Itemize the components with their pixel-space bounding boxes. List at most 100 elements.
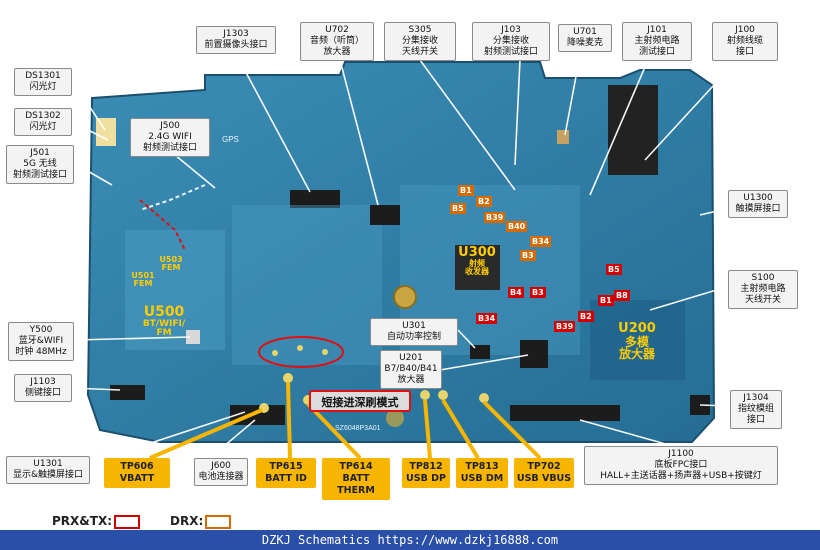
legend-drx: DRX: (170, 514, 231, 529)
callout-y500: Y500 蓝牙&WIFI 时钟 48MHz (8, 322, 74, 361)
band-tag-orange: B2 (476, 196, 492, 207)
label-u301: U301 (374, 321, 454, 332)
u300-label: U300 (448, 246, 506, 260)
desc-s100-2: 天线开关 (732, 295, 794, 306)
band-tag-red: B4 (508, 287, 524, 298)
deep-flash-annotation: 短接进深刷模式 (309, 390, 411, 412)
tp702-name: TP702 (516, 461, 572, 473)
label-u702: U702 (304, 25, 370, 36)
desc-j500-2: 射频测试接口 (134, 143, 206, 154)
desc-j101-1: 主射频电路 (626, 36, 688, 47)
callout-j1103: J1103 侧键接口 (14, 374, 72, 402)
testpoint-tp813: TP813 USB DM (456, 458, 508, 488)
callout-u701: U701 降噪麦克 (558, 24, 612, 52)
tp812-name: TP812 (404, 461, 448, 473)
band-tag-red: B5 (606, 264, 622, 275)
chip-label-u500: U500 BT/WIFI/ FM (134, 305, 194, 339)
band-tag-red: B1 (598, 295, 614, 306)
connector-j1103 (110, 385, 145, 400)
testpoint-tp606: TP606 VBATT (104, 458, 170, 488)
label-j103: J103 (476, 25, 546, 36)
callout-j103: J103 分集接收 射频测试接口 (472, 22, 550, 61)
desc-u702-1: 音频（听筒） (304, 36, 370, 47)
desc-y500-1: 蓝牙&WIFI (12, 336, 70, 347)
screw-hole (394, 286, 416, 308)
desc-u702-2: 放大器 (304, 47, 370, 58)
u500-desc-2: FM (134, 329, 194, 338)
tp614-desc: BATT THERM (324, 473, 388, 497)
label-j1303: J1303 (200, 29, 272, 40)
desc-j501-1: 5G 无线 (10, 159, 70, 170)
band-tag-red: B8 (614, 290, 630, 301)
tp813-desc: USB DM (458, 473, 506, 485)
callout-j501: J501 5G 无线 射频测试接口 (6, 145, 74, 184)
desc-j1100-2: HALL+主送话器+扬声器+USB+按键灯 (588, 471, 774, 482)
shield-can-mid (232, 205, 382, 365)
label-u1300: U1300 (732, 193, 784, 204)
desc-j600: 电池连接器 (198, 472, 244, 483)
callout-s100: S100 主射频电路 天线开关 (728, 270, 798, 309)
tp812-desc: USB DP (404, 473, 448, 485)
desc-ds1301: 闪光灯 (18, 82, 68, 93)
desc-u201-2: 放大器 (384, 375, 438, 386)
pad-tp615 (283, 373, 293, 383)
callout-j100: J100 射频线缆 接口 (712, 22, 778, 61)
desc-u1300: 触摸屏接口 (732, 204, 784, 215)
desc-y500-2: 时钟 48MHz (12, 347, 70, 358)
label-j501: J501 (10, 148, 70, 159)
callout-s305: S305 分集接收 天线开关 (384, 22, 456, 61)
desc-s305-1: 分集接收 (388, 36, 452, 47)
callout-u1301: U1301 显示&触摸屏接口 (6, 456, 90, 484)
legend-prx-tx-label: PRX&TX: (52, 514, 112, 528)
desc-u701: 降噪麦克 (562, 38, 608, 49)
chip-u201 (520, 340, 548, 368)
desc-s305-2: 天线开关 (388, 47, 452, 58)
tp615-desc: BATT ID (258, 473, 314, 485)
tp813-name: TP813 (458, 461, 506, 473)
label-j101: J101 (626, 25, 688, 36)
desc-j100-2: 接口 (716, 47, 774, 58)
callout-u702: U702 音频（听筒） 放大器 (300, 22, 374, 61)
band-tag-orange: B34 (530, 236, 551, 247)
u300-desc-2: 收发器 (448, 268, 506, 276)
chip-label-u501: U501 FEM (126, 272, 160, 289)
chip-label-u503: U503 FEM (154, 256, 188, 273)
desc-s100-1: 主射频电路 (732, 284, 794, 295)
label-s305: S305 (388, 25, 452, 36)
callout-j1303: J1303 前置摄像头接口 (196, 26, 276, 54)
desc-j501-2: 射频测试接口 (10, 170, 70, 181)
desc-j1304-1: 指纹模组 (734, 404, 778, 415)
desc-j1103: 侧键接口 (18, 388, 68, 399)
desc-j101-2: 测试接口 (626, 47, 688, 58)
label-j500: J500 (134, 121, 206, 132)
band-tag-red: B34 (476, 313, 497, 324)
testpoint-tp812: TP812 USB DP (402, 458, 450, 488)
desc-u201-1: B7/B40/B41 (384, 364, 438, 375)
chip-u301 (470, 345, 490, 359)
testpoint-tp614: TP614 BATT THERM (322, 458, 390, 500)
connector-j1100 (510, 405, 620, 421)
band-tag-orange: B3 (520, 250, 536, 261)
tp606-desc: VBATT (106, 473, 168, 485)
callout-ds1301: DS1301 闪光灯 (14, 68, 72, 96)
callout-j1304: J1304 指纹模组 接口 (730, 390, 782, 429)
label-s100: S100 (732, 273, 794, 284)
chip-u702 (370, 205, 400, 225)
label-ds1301: DS1301 (18, 71, 68, 82)
testpoint-tp615: TP615 BATT ID (256, 458, 316, 488)
desc-u1301: 显示&触摸屏接口 (10, 470, 86, 481)
tp702-desc: USB VBUS (516, 473, 572, 485)
label-y500: Y500 (12, 325, 70, 336)
desc-j500-1: 2.4G WIFI (134, 132, 206, 143)
label-j1103: J1103 (18, 377, 68, 388)
label-u701: U701 (562, 27, 608, 38)
label-j600: J600 (198, 461, 244, 472)
tp615-name: TP615 (258, 461, 314, 473)
desc-j1304-2: 接口 (734, 415, 778, 426)
band-tag-orange: B39 (484, 212, 505, 223)
desc-u301: 自动功率控制 (374, 332, 454, 343)
band-tag-orange: B40 (506, 221, 527, 232)
u200-label: U200 (606, 322, 668, 336)
band-tag-orange: B1 (458, 185, 474, 196)
